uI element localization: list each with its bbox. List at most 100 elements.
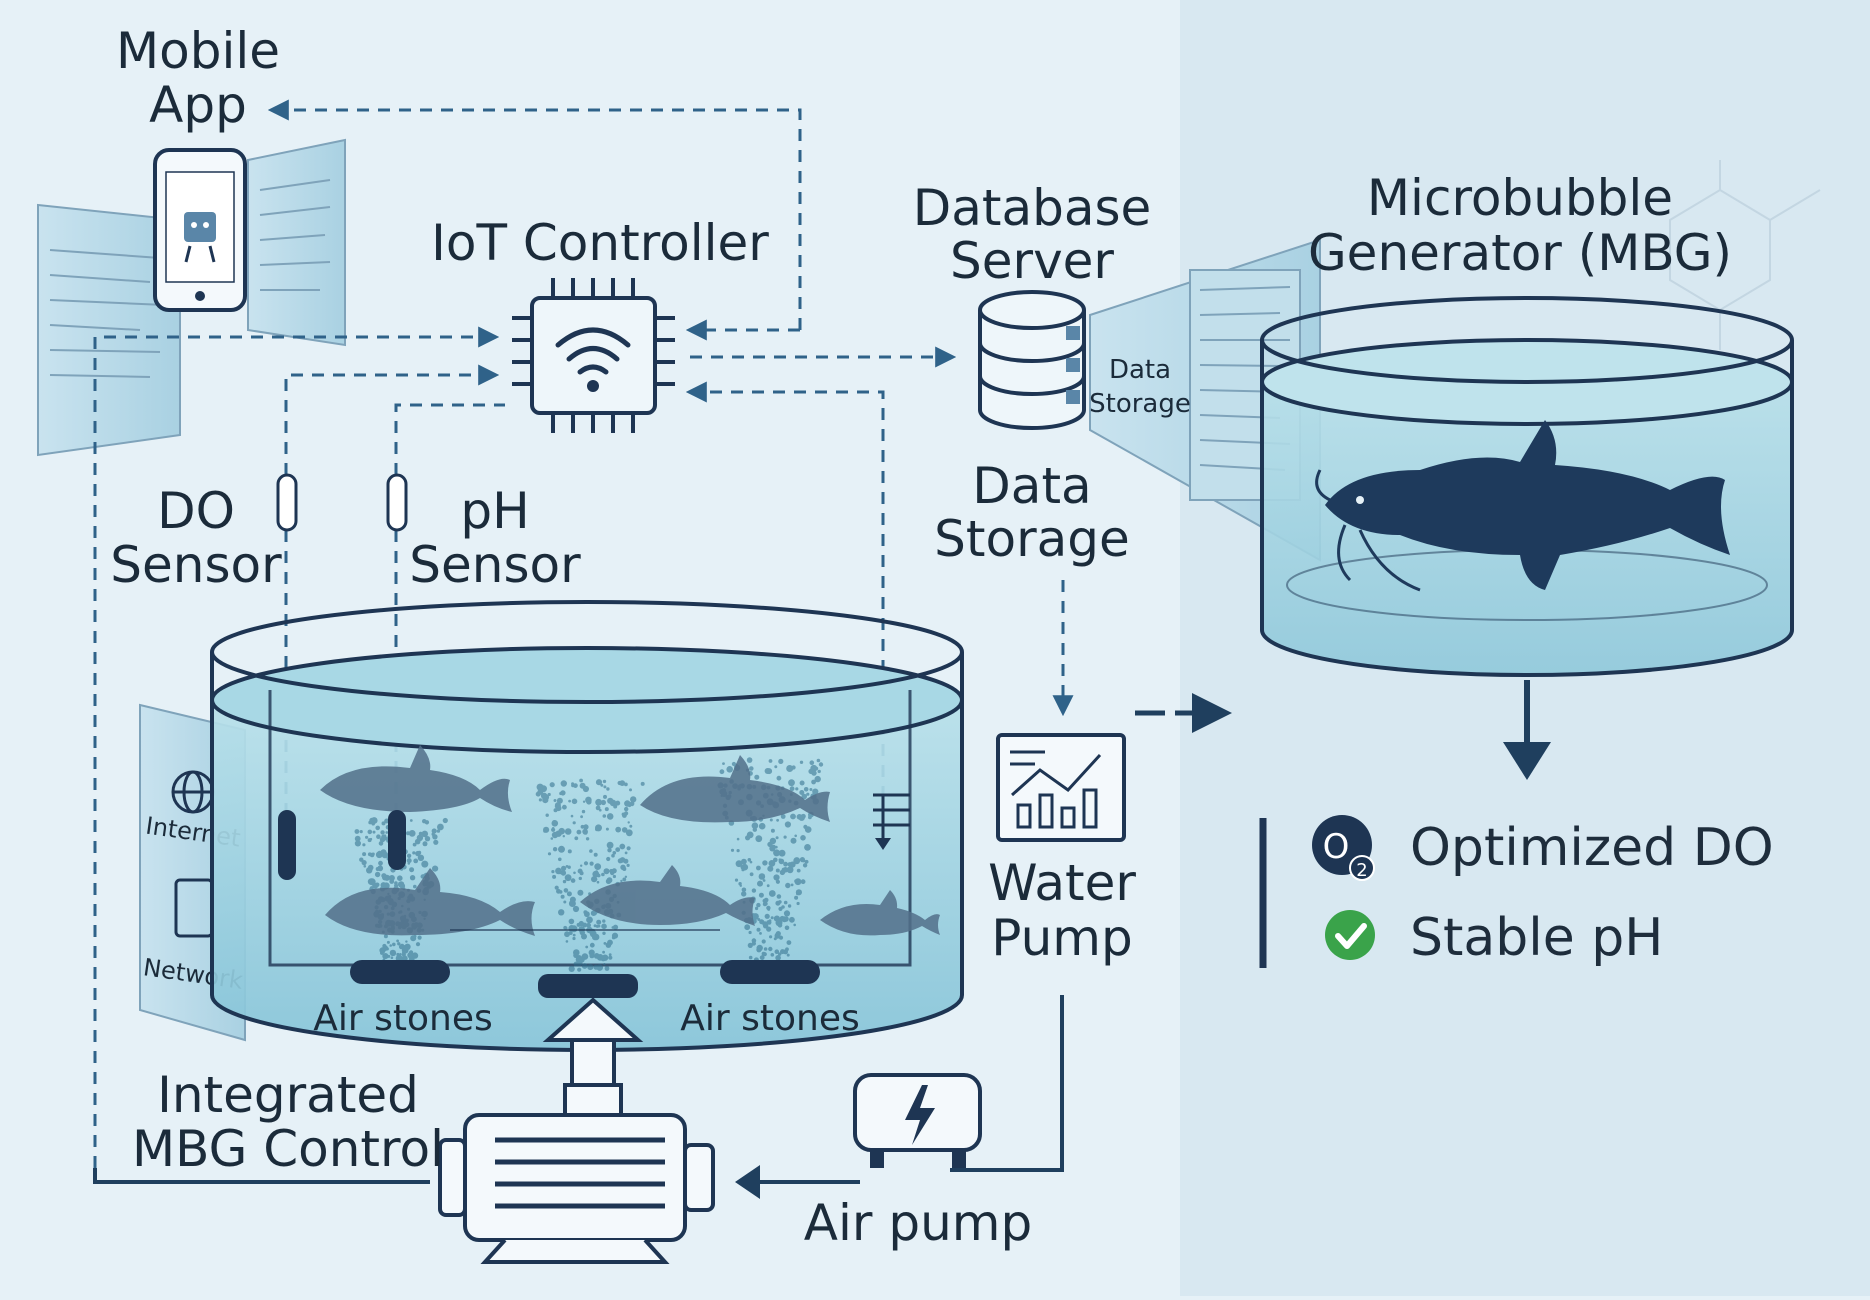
- bubble: [621, 827, 628, 833]
- fish-2: [640, 755, 830, 823]
- bubble: [763, 901, 768, 906]
- mbg-label-2: Generator (MBG): [1308, 224, 1732, 282]
- bubble: [778, 849, 786, 857]
- bubble: [627, 821, 630, 824]
- bubble: [410, 935, 417, 942]
- bubble: [783, 910, 791, 917]
- bubble: [776, 818, 779, 822]
- bubble: [562, 835, 565, 838]
- bubble: [775, 836, 779, 840]
- bubble: [596, 919, 602, 925]
- bubble: [794, 879, 798, 883]
- bubble: [766, 926, 772, 932]
- bubble: [775, 900, 781, 906]
- bubble: [738, 882, 742, 886]
- flow-arrow-to-mbg: [1135, 693, 1232, 733]
- bubble: [413, 884, 417, 889]
- bubble: [602, 779, 607, 784]
- bubble: [600, 799, 607, 806]
- bubble: [767, 908, 771, 911]
- bubble: [790, 813, 796, 820]
- bubble: [783, 835, 787, 839]
- bubble: [789, 861, 796, 868]
- bubble: [766, 920, 772, 925]
- water-pump-label-1: Water: [988, 854, 1136, 912]
- bubble: [568, 965, 575, 973]
- bubble: [599, 808, 602, 812]
- bubble: [770, 916, 774, 920]
- bubble: [370, 886, 374, 890]
- database-icon: [978, 290, 1086, 430]
- bubble: [568, 900, 576, 907]
- ph-sensor-label-1: pH: [460, 482, 529, 540]
- legend-optimized-do: Optimized DO: [1410, 818, 1774, 878]
- bubble: [611, 932, 619, 939]
- bubble: [773, 874, 780, 881]
- bubble: [417, 935, 422, 940]
- bubble: [565, 865, 569, 868]
- bubble: [593, 953, 600, 959]
- bubble: [769, 818, 773, 822]
- bubble: [783, 861, 788, 867]
- bubble: [563, 925, 568, 930]
- bubble: [562, 879, 567, 884]
- bubble: [587, 964, 594, 971]
- bubble: [756, 902, 761, 908]
- bubble: [793, 857, 801, 865]
- bubble: [778, 858, 785, 865]
- bubble: [422, 841, 428, 847]
- bubble: [611, 853, 615, 858]
- bubble: [589, 942, 595, 948]
- bubble: [605, 827, 609, 831]
- iot-controller-group: IoT Controller: [431, 214, 769, 433]
- bubble: [582, 800, 586, 803]
- bubble: [629, 788, 632, 792]
- bubble: [379, 836, 386, 843]
- bubble: [789, 916, 795, 923]
- bubble: [387, 954, 391, 958]
- bubble: [768, 759, 773, 763]
- bubble: [624, 800, 631, 807]
- bubble: [601, 872, 605, 877]
- bubble: [418, 831, 423, 836]
- bubble: [365, 835, 369, 839]
- bubble: [619, 843, 626, 850]
- bubble: [409, 867, 415, 873]
- bubble: [560, 870, 567, 876]
- bubble: [756, 927, 761, 932]
- bubble: [615, 847, 621, 852]
- bubble: [367, 829, 373, 835]
- bubble: [388, 875, 395, 881]
- bubble: [793, 923, 796, 927]
- bubble: [589, 953, 595, 959]
- bubble: [558, 845, 565, 853]
- check-circle-icon: [1325, 910, 1375, 960]
- bubble: [408, 830, 416, 837]
- bubble: [392, 942, 396, 947]
- bubble: [776, 894, 782, 899]
- bubble: [602, 814, 607, 818]
- bubble: [783, 916, 789, 922]
- do-sensor-probe-icon: [276, 473, 298, 532]
- bubble: [770, 828, 775, 833]
- bubble: [409, 819, 413, 822]
- bubble: [759, 919, 765, 925]
- air-stones-label-right: Air stones: [680, 998, 860, 1039]
- bubble: [412, 842, 417, 847]
- ph-sensor-label-2: Sensor: [409, 536, 581, 594]
- bubble: [624, 811, 629, 816]
- bubble: [606, 787, 610, 791]
- bubble: [421, 830, 429, 838]
- bubble: [774, 916, 778, 920]
- bubble: [580, 864, 583, 867]
- bubble: [763, 947, 768, 951]
- bubble: [574, 836, 579, 841]
- bubble: [800, 835, 806, 841]
- bubble: [564, 874, 572, 882]
- main-tank-group: Internet Network: [139, 473, 964, 1052]
- bubble: [576, 922, 581, 927]
- bubble: [583, 910, 588, 915]
- bubble: [757, 918, 761, 921]
- bubble: [814, 775, 821, 783]
- bubble: [594, 863, 602, 870]
